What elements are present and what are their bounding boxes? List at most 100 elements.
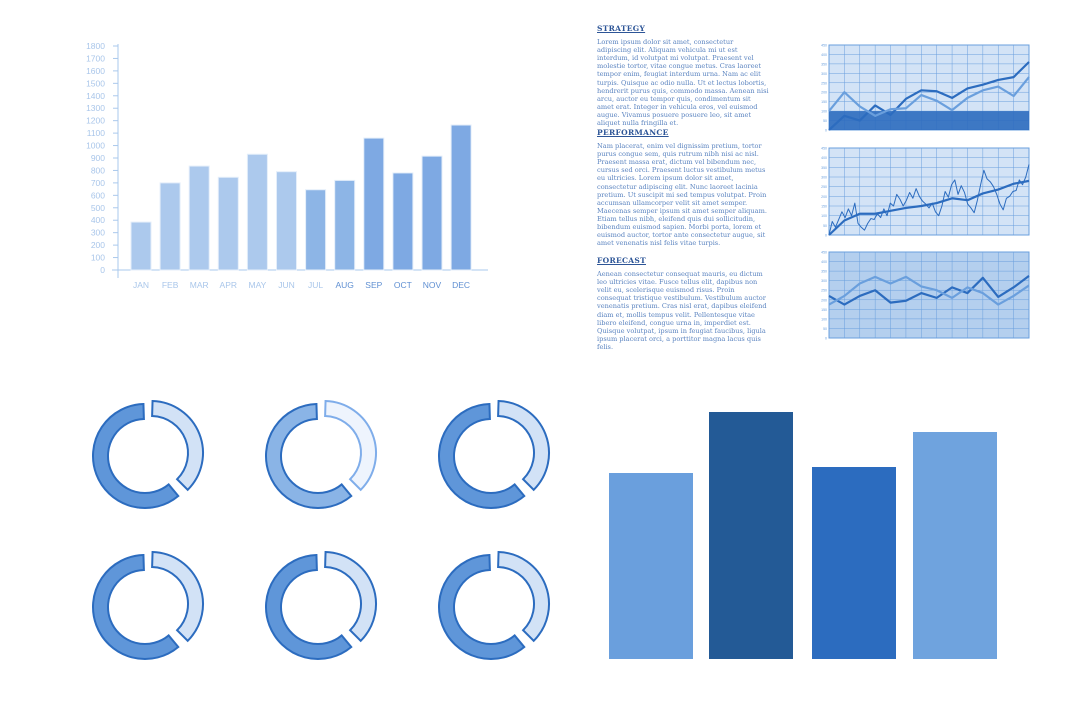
y-tick-label: 1400	[86, 91, 105, 101]
series-line-1	[828, 275, 1030, 306]
bar-nov	[421, 155, 443, 271]
big-bar-2	[709, 412, 793, 659]
donut-3-segment-minor	[497, 399, 550, 492]
big-bar-4	[913, 432, 997, 659]
y-tick-label: 350	[821, 270, 827, 274]
donut-1-segment-minor	[151, 399, 204, 492]
x-tick-label: AUG	[335, 280, 353, 290]
y-tick-label: 1500	[86, 78, 105, 88]
bar-apr	[217, 176, 239, 271]
y-tick-label: 600	[91, 190, 105, 200]
y-tick-label: 100	[821, 110, 827, 114]
donut-2-segment-minor	[324, 399, 377, 492]
band	[829, 111, 1029, 130]
y-tick-label: 400	[821, 156, 827, 160]
x-tick-label: JAN	[133, 280, 149, 290]
big-bar-1	[609, 473, 693, 659]
donut-2-segment-major	[265, 402, 353, 509]
bar-mar	[188, 165, 210, 271]
y-tick-label: 100	[821, 214, 827, 218]
y-tick-label: 900	[91, 153, 105, 163]
donut-5-segment-minor	[324, 550, 377, 643]
series-line-2	[828, 76, 1030, 117]
paragraph: Lorem ipsum dolor sit amet, consectetur …	[597, 38, 769, 128]
y-tick-label: 400	[821, 53, 827, 57]
x-tick-label: JUN	[278, 280, 295, 290]
y-tick-label: 1200	[86, 116, 105, 126]
y-tick-label: 450	[821, 44, 827, 48]
series-line-2	[828, 275, 1030, 306]
heading: FORECAST	[597, 256, 646, 265]
y-tick-label: 450	[821, 251, 827, 255]
x-tick-label: SEP	[365, 280, 382, 290]
series-line-1	[828, 61, 1030, 131]
y-tick-label: 0	[825, 129, 827, 133]
y-tick-label: 150	[821, 205, 827, 209]
y-tick-label: 700	[91, 178, 105, 188]
y-tick-label: 300	[821, 72, 827, 76]
y-tick-label: 0	[825, 234, 827, 238]
y-tick-label: 500	[91, 203, 105, 213]
donut-4-segment-minor	[151, 550, 204, 643]
series-line-1	[828, 179, 1030, 236]
x-tick-label: APR	[220, 280, 237, 290]
y-tick-label: 200	[821, 91, 827, 95]
bar-oct	[392, 172, 414, 271]
y-tick-label: 200	[821, 298, 827, 302]
bar-jul	[305, 189, 327, 271]
x-tick-label: OCT	[394, 280, 412, 290]
y-tick-label: 1800	[86, 41, 105, 51]
y-tick-label: 100	[91, 253, 105, 263]
donut-3-segment-major	[438, 402, 526, 509]
y-tick-label: 250	[821, 81, 827, 85]
y-tick-label: 350	[821, 62, 827, 66]
bar-jun	[276, 171, 297, 271]
bar-jan	[130, 221, 152, 271]
y-tick-label: 1600	[86, 66, 105, 76]
y-tick-label: 250	[821, 289, 827, 293]
bar-aug	[334, 179, 356, 271]
y-tick-label: 300	[91, 228, 105, 238]
y-tick-label: 0	[100, 265, 105, 275]
donut-1-segment-major	[92, 402, 180, 509]
text-block-strategy: STRATEGY Lorem ipsum dolor sit amet, con…	[597, 24, 769, 128]
donut-4-segment-major	[92, 553, 180, 660]
bar-sep	[363, 137, 385, 271]
y-tick-label: 200	[821, 195, 827, 199]
x-tick-label: NOV	[423, 280, 442, 290]
x-tick-label: JUL	[308, 280, 323, 290]
line-chart-2-plot	[828, 147, 1030, 236]
y-tick-label: 100	[821, 317, 827, 321]
y-tick-label: 300	[821, 176, 827, 180]
bar-may	[246, 153, 268, 271]
heading: STRATEGY	[597, 24, 646, 33]
y-tick-label: 400	[91, 215, 105, 225]
bar-feb	[159, 182, 181, 271]
y-tick-label: 50	[823, 327, 827, 331]
donut-6-segment-major	[438, 553, 526, 660]
y-tick-label: 1100	[87, 128, 106, 138]
series-line-2	[828, 164, 1030, 236]
paragraph: Aenean consectetur consequat mauris, eu …	[597, 270, 767, 351]
x-tick-label: MAR	[190, 280, 209, 290]
y-tick-label: 200	[91, 240, 105, 250]
donut-5-segment-major	[265, 553, 353, 660]
x-tick-label: FEB	[162, 280, 179, 290]
y-tick-label: 450	[821, 147, 827, 151]
text-block-performance: PERFORMANCE Nam placerat, enim vel digni…	[597, 128, 769, 248]
y-tick-label: 150	[821, 308, 827, 312]
y-tick-label: 300	[821, 279, 827, 283]
donut-6-segment-minor	[497, 550, 550, 643]
paragraph: Nam placerat, enim vel dignissim pretium…	[597, 142, 767, 248]
y-tick-label: 150	[821, 100, 827, 104]
y-tick-label: 1300	[86, 103, 105, 113]
y-tick-label: 800	[91, 165, 105, 175]
y-tick-label: 400	[821, 260, 827, 264]
bar-dec	[450, 124, 472, 271]
x-tick-label: MAY	[249, 280, 267, 290]
y-tick-label: 1000	[86, 141, 105, 151]
big-bar-3	[812, 467, 896, 659]
x-tick-label: DEC	[452, 280, 470, 290]
y-tick-label: 1700	[86, 53, 105, 63]
